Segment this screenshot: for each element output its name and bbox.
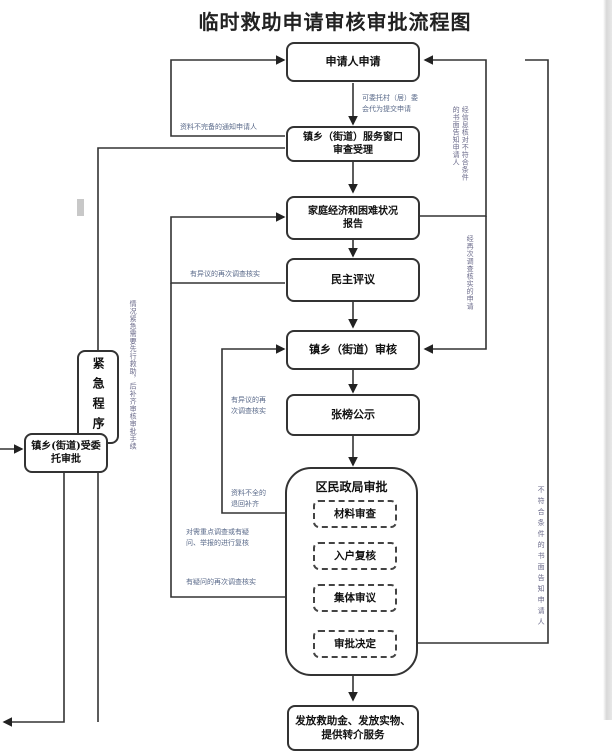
note-entrust: 可委托村（居）委 会代为提交申请 (362, 94, 418, 113)
node-window-label: 镇乡（街道）服务窗口 审查受理 (303, 131, 403, 157)
node-sub-decision[interactable]: 审批决定 (313, 630, 397, 658)
note-disputed-recheck-1: 有异议的再次调查核实 (190, 270, 260, 278)
node-disburse-label: 发放救助金、发放实物、提供转介服务 (295, 714, 411, 741)
note-emergency-desc: 情况紧急需要先行救助，后补齐审核审批手续 (129, 300, 138, 450)
note-disputed-recheck-2: 有异议的再 次调查核实 (231, 396, 266, 415)
node-sub-decision-label: 审批决定 (334, 637, 376, 650)
loop-group-to-survey (170, 283, 313, 598)
node-review-label: 民主评议 (331, 272, 375, 286)
node-publicity[interactable]: 张榜公示 (286, 394, 420, 436)
node-delegated[interactable]: 镇乡(街道)受委托审批 (24, 433, 108, 473)
node-sub-material-label: 材料审查 (334, 507, 376, 520)
node-emergency[interactable]: 紧急程序 (77, 350, 119, 444)
loop-material-to-audit (221, 344, 313, 514)
node-sub-group-label: 集体审议 (334, 591, 376, 604)
loop-survey-to-apply (418, 55, 487, 217)
node-sub-household-label: 入户复核 (334, 549, 376, 562)
loop-recheck-to-audit (423, 216, 487, 354)
node-civil-affairs-label: 区民政局审批 (315, 480, 388, 494)
scrollbar-track[interactable] (603, 0, 612, 720)
node-review[interactable]: 民主评议 (286, 258, 420, 302)
note-spot-check: 对需重点调查或有疑 问、举报的进行复核 (186, 528, 249, 547)
node-sub-material[interactable]: 材料审查 (313, 500, 397, 528)
loop-incomplete-to-apply (170, 55, 286, 137)
note-info-mismatch: 经信息核对不符合条件的书面告知申请人 (452, 106, 470, 181)
note-incomplete-notify: 资料不完备的通知申请人 (180, 123, 257, 131)
node-disburse[interactable]: 发放救助金、发放实物、提供转介服务 (287, 705, 419, 751)
node-town-audit[interactable]: 镇乡（街道）审核 (286, 330, 420, 370)
page-marker (77, 199, 84, 216)
node-survey-label: 家庭经济和困难状况 报告 (308, 205, 398, 231)
node-apply[interactable]: 申请人申请 (286, 42, 420, 82)
node-window[interactable]: 镇乡（街道）服务窗口 审查受理 (286, 126, 420, 162)
page-title: 临时救助申请审核审批流程图 (198, 10, 472, 34)
note-ineligible-notify: 不符合条件的书面告知申请人 (537, 486, 546, 629)
node-emergency-label: 紧急程序 (91, 357, 106, 437)
arrow-delegated-out (2, 470, 65, 727)
note-incomplete-return: 资料不全的 退回补齐 (231, 489, 266, 508)
node-sub-household[interactable]: 入户复核 (313, 542, 397, 570)
node-sub-group[interactable]: 集体审议 (313, 584, 397, 612)
loop-window-to-emergency (97, 147, 285, 350)
node-publicity-label: 张榜公示 (331, 407, 375, 421)
loop-decision-to-apply (399, 59, 549, 644)
node-delegated-label: 镇乡(街道)受委托审批 (31, 440, 101, 466)
note-questioned-recheck: 有疑问的再次调查核实 (186, 578, 256, 586)
note-recheck-apply: 经再次调查核实的申请 (466, 235, 475, 310)
loop-review-to-survey (170, 212, 286, 284)
node-town-audit-label: 镇乡（街道）审核 (309, 342, 397, 356)
node-apply-label: 申请人申请 (325, 54, 381, 68)
node-survey[interactable]: 家庭经济和困难状况 报告 (286, 196, 420, 240)
